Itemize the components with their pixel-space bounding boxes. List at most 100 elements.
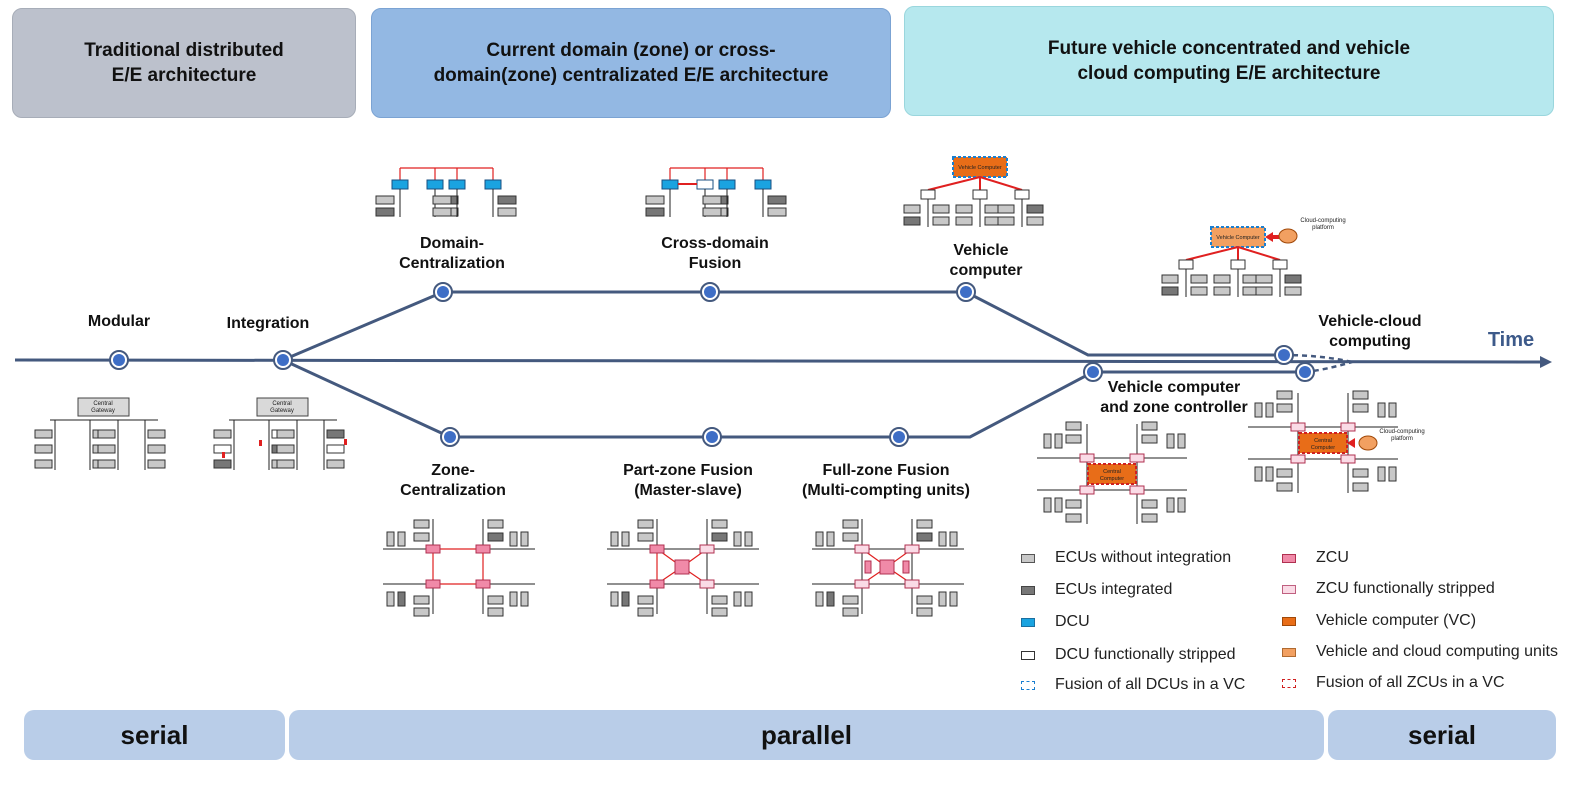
- ecu-box: [826, 591, 835, 607]
- timeline-node: [1278, 349, 1290, 361]
- ecu-box: [1377, 466, 1386, 482]
- central-computer-label: Computer: [1100, 476, 1124, 482]
- cloud-arrow: [1265, 232, 1273, 242]
- ecu-box: [326, 459, 345, 469]
- legend-item: Fusion of all ZCUs in a VC: [1282, 674, 1505, 692]
- legend-swatch: [1282, 616, 1296, 626]
- central-gateway-label: Gateway: [270, 408, 294, 414]
- ecu-box: [1054, 433, 1063, 449]
- zcu-box: [425, 579, 441, 589]
- legend-label: Vehicle computer (VC): [1316, 612, 1477, 629]
- timeline-node: [1087, 366, 1099, 378]
- ecu-box: [276, 459, 295, 469]
- ecu-box: [621, 531, 630, 547]
- legend-label: Fusion of all DCUs in a VC: [1055, 676, 1246, 693]
- legend-swatch: [1021, 650, 1035, 660]
- timeline-node: [893, 431, 905, 443]
- vehicle-computer-label: Vehicle Computer: [958, 165, 1002, 171]
- dcu-box: [391, 179, 409, 190]
- zcu-box: [904, 579, 920, 589]
- ecu-box: [645, 207, 665, 217]
- ecu-box: [1265, 402, 1274, 418]
- legend-swatch: [1282, 553, 1296, 563]
- ecu-box: [621, 591, 630, 607]
- vc-link: [1237, 246, 1281, 261]
- ecu-box: [955, 204, 973, 214]
- vehicle-computer-thumbnail: Vehicle Computer: [903, 156, 1044, 227]
- ecu-box: [1276, 482, 1293, 492]
- dcu-box: [661, 179, 679, 190]
- zcu-box: [854, 544, 870, 554]
- cloud-platform-label: Cloud-computing: [1300, 218, 1345, 224]
- ecu-box: [1254, 402, 1263, 418]
- legend-swatch: [1021, 617, 1035, 627]
- timeline-node: [437, 286, 449, 298]
- label-cross-domain-fusion-2: Fusion: [689, 255, 741, 272]
- ecu-box: [938, 591, 947, 607]
- ecu-box: [97, 429, 116, 439]
- central-zcu: [879, 559, 895, 575]
- ecu-box: [375, 195, 395, 205]
- label-integration: Integration: [227, 315, 310, 332]
- ecu-box: [1065, 421, 1082, 431]
- ecu-box: [903, 216, 921, 226]
- legend-item: DCU functionally stripped: [1021, 646, 1236, 664]
- ecu-box: [1377, 402, 1386, 418]
- label-vehicle-computer-1: Vehicle: [953, 242, 1008, 259]
- ecu-box: [815, 531, 824, 547]
- ecu-box: [97, 459, 116, 469]
- legend-label: ECUs integrated: [1055, 581, 1173, 598]
- ecu-box: [213, 429, 232, 439]
- zcu-box: [475, 579, 491, 589]
- ecu-box: [1388, 466, 1397, 482]
- timeline-node: [960, 286, 972, 298]
- ecu-box: [1177, 497, 1186, 513]
- ecu-box: [711, 607, 728, 617]
- central-gateway-box: [256, 397, 309, 417]
- legend-item: Vehicle and cloud computing units: [1282, 643, 1558, 661]
- legend-item: Fusion of all DCUs in a VC: [1021, 676, 1245, 694]
- ecu-box: [1043, 433, 1052, 449]
- ecu-box: [702, 207, 722, 217]
- ecu-box: [147, 459, 166, 469]
- ecu-box: [842, 607, 859, 617]
- ecu-box: [733, 591, 742, 607]
- ecu-box: [702, 195, 722, 205]
- zcu-stripped-box: [1290, 422, 1306, 432]
- ecu-box: [1276, 390, 1293, 400]
- legend-label: DCU functionally stripped: [1055, 646, 1236, 663]
- ecu-box: [326, 444, 345, 454]
- ecu-box: [432, 207, 452, 217]
- label-vehicle-computer-2: computer: [950, 262, 1023, 279]
- ecu-box: [375, 207, 395, 217]
- central-computer-label: Computer: [1311, 445, 1335, 451]
- ecu-box: [1166, 497, 1175, 513]
- ecu-box: [1352, 468, 1369, 478]
- ecu-box: [520, 531, 529, 547]
- integration-link: [344, 439, 347, 445]
- label-time: Time: [1488, 329, 1534, 351]
- timeline-nodes: [109, 282, 1315, 447]
- ecu-box: [916, 607, 933, 617]
- full-zone-fusion-thumbnail: [812, 519, 964, 617]
- central-computer-label: Central: [1314, 438, 1332, 444]
- ecu-box: [386, 531, 395, 547]
- label-part-zone-fusion-1: Part-zone Fusion: [623, 462, 753, 479]
- zcu-stripped-box: [1290, 454, 1306, 464]
- ecu-box: [1272, 259, 1288, 270]
- label-modular: Modular: [88, 313, 150, 330]
- label-cross-domain-fusion-1: Cross-domain: [661, 235, 769, 252]
- ecu-box: [916, 595, 933, 605]
- zcu-box: [854, 579, 870, 589]
- vc-link: [1185, 246, 1239, 261]
- ecu-box: [1141, 499, 1158, 509]
- zcu-stripped-box: [1079, 453, 1095, 463]
- label-vehicle-cloud-2: computing: [1329, 333, 1411, 350]
- zcu-box: [425, 544, 441, 554]
- central-computer-box: [1087, 463, 1137, 485]
- ecu-box: [1043, 497, 1052, 513]
- ecu-box: [920, 189, 936, 200]
- ecu-box: [645, 195, 665, 205]
- ecu-box: [949, 531, 958, 547]
- ecu-box: [1388, 402, 1397, 418]
